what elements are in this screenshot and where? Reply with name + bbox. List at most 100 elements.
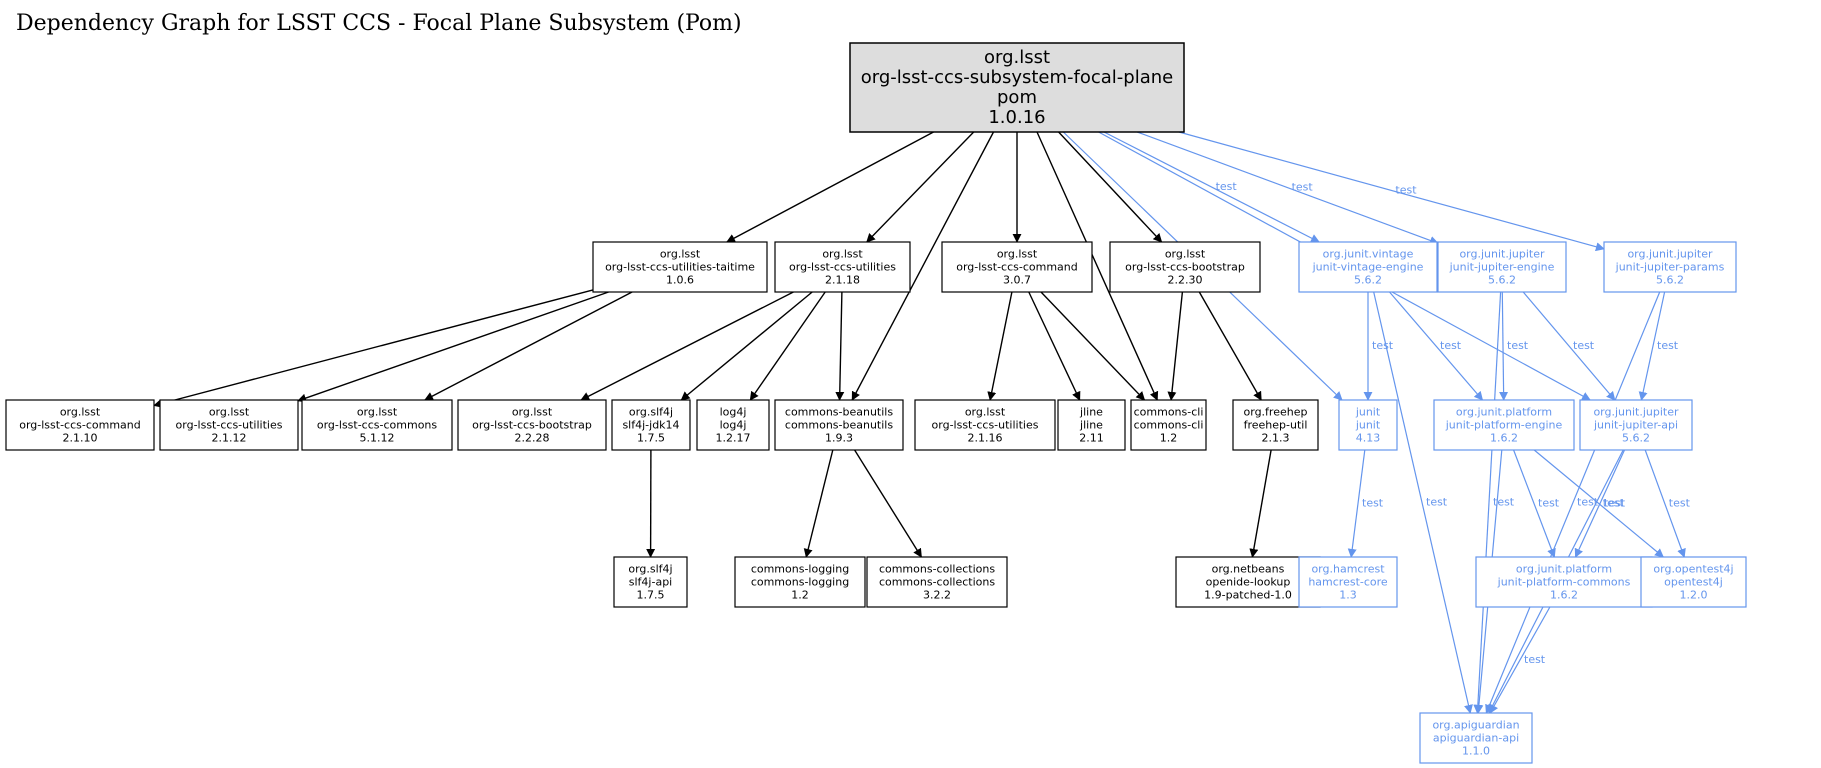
node-label-line: org.junit.platform: [1516, 563, 1612, 576]
graph-title: Dependency Graph for LSST CCS - Focal Pl…: [16, 11, 742, 36]
node-box: [1057, 399, 1126, 451]
node-label-line: org.lsst: [997, 248, 1038, 261]
node-label-line: 5.6.2: [1354, 274, 1382, 287]
edge-line: [1644, 449, 1686, 558]
node-jupiter-params[interactable]: org.junit.jupiterjunit-jupiter-params5.6…: [1603, 241, 1737, 293]
node-label-line: commons-beanutils: [785, 406, 893, 419]
node-label-line: org.slf4j: [629, 406, 673, 419]
node-label-line: 1.6.2: [1490, 432, 1518, 445]
node-label-line: junit: [1355, 419, 1381, 432]
edge-line: [153, 289, 594, 408]
edge-label-test: test: [1603, 497, 1625, 510]
node-label-line: 1.2: [1160, 432, 1178, 445]
node-label-line: org.lsst: [965, 406, 1006, 419]
edge-line: [1473, 291, 1502, 714]
dependency-edge: test: [1389, 291, 1484, 401]
node-box: [734, 556, 866, 608]
edge-line: [1058, 131, 1163, 243]
node-box: [611, 399, 691, 451]
dependency-edge: test: [1513, 449, 1560, 558]
node-label-line: 5.6.2: [1656, 274, 1684, 287]
node-label-line: 1.0.16: [988, 107, 1045, 128]
edge-line: [866, 131, 975, 243]
dependency-edge: [680, 291, 813, 401]
node-platform-engine[interactable]: org.junit.platformjunit-platform-engine1…: [1433, 399, 1575, 451]
dependency-edge: [726, 131, 934, 243]
nodes-layer: org.lsstorg-lsst-ccs-subsystem-focal-pla…: [5, 42, 1747, 764]
edge-label-test: test: [1669, 497, 1691, 510]
node-label-line: 1.9-patched-1.0: [1204, 589, 1292, 602]
node-label-line: 4.13: [1356, 432, 1381, 445]
edge-label-test: test: [1426, 496, 1448, 509]
node-commons-collections[interactable]: commons-collectionscommons-collections3.…: [866, 556, 1008, 608]
edge-line: [1574, 449, 1626, 558]
node-label-line: 1.9.3: [825, 432, 853, 445]
node-label-line: 2.11: [1079, 432, 1104, 445]
node-label-line: freehep-util: [1244, 419, 1308, 432]
node-label-line: junit-platform-commons: [1497, 576, 1631, 589]
dependency-edge: test: [1373, 291, 1473, 714]
edge-line: [1522, 291, 1616, 401]
dependency-edge: [1249, 449, 1272, 558]
edge-label-test: test: [1493, 496, 1515, 509]
node-label-line: 1.7.5: [637, 432, 665, 445]
node-label-line: org-lsst-ccs-bootstrap: [1125, 261, 1245, 274]
edge-line: [1103, 131, 1320, 243]
node-label-line: junit-vintage-engine: [1312, 261, 1424, 274]
node-box: [1298, 241, 1438, 293]
node-label-line: 1.0.6: [666, 274, 694, 287]
node-label-line: org.junit.vintage: [1323, 248, 1414, 261]
node-label-line: 1.1.0: [1462, 745, 1490, 758]
dependency-edge: [749, 291, 826, 401]
edge-line: [1040, 291, 1146, 401]
node-box: [914, 399, 1056, 451]
node-label-line: org-lsst-ccs-utilities: [932, 419, 1039, 432]
dependency-edge: test: [1638, 291, 1679, 401]
node-label-line: 2.1.16: [968, 432, 1003, 445]
node-label-line: org-lsst-ccs-utilities: [176, 419, 283, 432]
edge-line: [1373, 291, 1473, 714]
node-label-line: junit-jupiter-api: [1593, 419, 1678, 432]
node-openide-lookup[interactable]: org.netbeansopenide-lookup1.9-patched-1.…: [1175, 556, 1321, 608]
node-jupiter-engine[interactable]: org.junit.jupiterjunit-jupiter-engine5.6…: [1437, 241, 1567, 293]
node-vintage-engine[interactable]: org.junit.vintagejunit-vintage-engine5.6…: [1298, 241, 1438, 293]
node-label-line: 2.1.3: [1262, 432, 1290, 445]
node-box: [1109, 241, 1261, 293]
node-taitime[interactable]: org.lsstorg-lsst-ccs-utilities-taitime1.…: [592, 241, 768, 293]
dependency-edge: [1036, 131, 1159, 401]
edge-line: [1028, 291, 1081, 401]
node-box: [1232, 399, 1319, 451]
dependency-edge: [1167, 291, 1184, 401]
node-label-line: org.lsst: [357, 406, 398, 419]
node-root[interactable]: org.lsstorg-lsst-ccs-subsystem-focal-pla…: [849, 42, 1185, 133]
edge-line: [1489, 606, 1551, 714]
node-label-line: org-lsst-ccs-utilities-taitime: [605, 261, 755, 274]
dependency-edge: [851, 131, 995, 401]
edge-label-test: test: [1362, 497, 1384, 510]
node-label-line: org.lsst: [60, 406, 101, 419]
edge-line: [680, 291, 813, 401]
node-platform-commons[interactable]: org.junit.platformjunit-platform-commons…: [1475, 556, 1653, 608]
node-label-line: commons-collections: [879, 576, 995, 589]
